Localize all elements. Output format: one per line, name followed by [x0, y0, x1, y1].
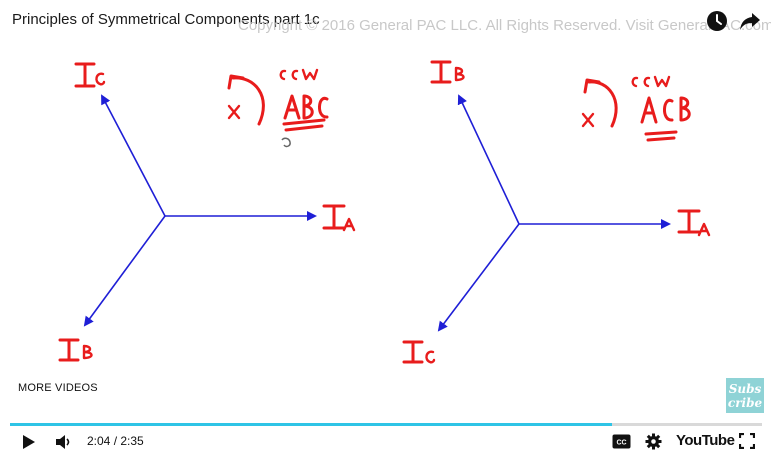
right-label-ia [677, 209, 711, 237]
more-videos-link[interactable]: MORE VIDEOS [18, 382, 98, 394]
right-phasor-diagram [437, 94, 671, 332]
right-rotation-arrow [581, 78, 618, 128]
right-label-ib [430, 60, 465, 84]
subscribe-text-line1: Subs [728, 381, 762, 396]
captions-icon[interactable]: CC [612, 434, 631, 454]
svg-text:CC: CC [616, 440, 626, 447]
left-rotation-arrow [227, 74, 265, 126]
left-label-ic [74, 62, 106, 88]
right-sequence-text [631, 75, 691, 142]
right-label-ic [402, 340, 436, 364]
player-controls: 2:04 / 2:35 CC YouTube [0, 427, 771, 455]
play-icon[interactable] [20, 434, 36, 455]
watch-later-icon[interactable] [704, 8, 730, 34]
share-icon[interactable] [737, 8, 763, 34]
copyright-watermark: Copyright © 2016 General PAC LLC. All Ri… [238, 17, 771, 34]
left-vector-ic [101, 94, 166, 217]
time-display: 2:04 / 2:35 [87, 434, 144, 448]
left-phasor-diagram [83, 94, 317, 327]
left-vector-ib [83, 215, 166, 327]
left-label-ia [322, 204, 356, 232]
progress-bar[interactable] [10, 423, 762, 426]
left-label-ib [58, 338, 93, 362]
volume-icon[interactable] [55, 434, 73, 455]
right-vector-ic [437, 223, 520, 332]
youtube-logo[interactable]: YouTube [676, 432, 735, 449]
whiteboard-drawing [58, 60, 711, 364]
subscribe-text-line2: cribe [727, 395, 763, 410]
video-area[interactable]: Principles of Symmetrical Components par… [0, 0, 771, 420]
fullscreen-icon[interactable] [738, 432, 756, 454]
right-vector-ib [457, 94, 520, 225]
settings-icon[interactable] [645, 433, 662, 455]
video-title[interactable]: Principles of Symmetrical Components par… [12, 11, 320, 28]
left-sequence-text [279, 68, 329, 132]
progress-bar-fill [10, 423, 612, 426]
left-cursor-mark [281, 137, 291, 148]
subscribe-button[interactable]: Subs cribe [726, 378, 764, 413]
